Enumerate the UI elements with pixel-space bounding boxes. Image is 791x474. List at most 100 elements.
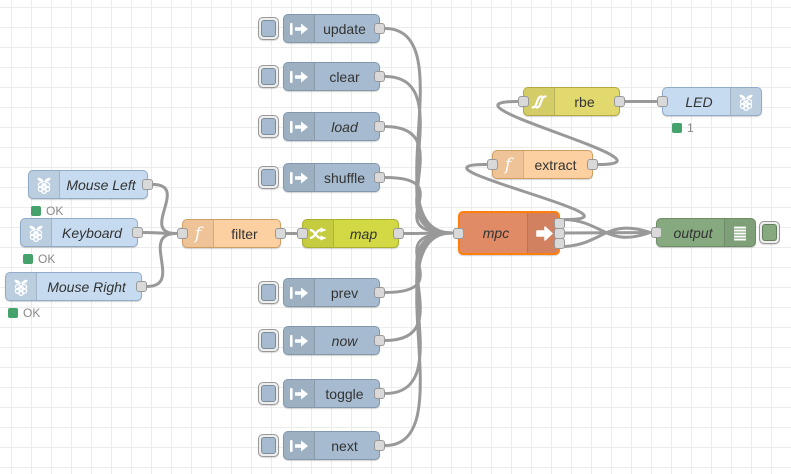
status-dot-mouse-left <box>31 206 41 216</box>
node-toggle[interactable]: toggle <box>258 379 385 408</box>
node-now[interactable]: now <box>258 326 385 355</box>
inject-arrow-icon <box>289 384 309 404</box>
port-output-mpc-2[interactable] <box>554 227 565 239</box>
node-load[interactable]: load <box>258 112 385 141</box>
node-update[interactable]: update <box>258 14 385 43</box>
hysteresis-icon <box>529 92 549 112</box>
debug-toggle-button-output[interactable] <box>759 221 780 244</box>
node-clear[interactable]: clear <box>258 62 385 91</box>
arrow-right-icon <box>533 223 554 244</box>
node-label-map: map <box>349 225 378 242</box>
node-label-rbe: rbe <box>574 93 595 110</box>
status-keyboard: OK <box>23 252 55 266</box>
node-output[interactable]: output <box>651 218 780 247</box>
port-output-map-1[interactable] <box>393 228 404 239</box>
wire-mouse-left-to-filter[interactable] <box>151 183 178 235</box>
wire-extract-to-rbe[interactable] <box>496 100 619 166</box>
inject-button-prev[interactable] <box>258 281 279 304</box>
inject-button-clear[interactable] <box>258 65 279 88</box>
wire-mpc-out3-to-output[interactable] <box>563 226 652 248</box>
inject-button-now[interactable] <box>258 329 279 352</box>
port-output-clear-1[interactable] <box>374 71 385 82</box>
node-label-prev: prev <box>330 284 359 301</box>
wire-shuffle-to-mpc[interactable] <box>383 176 454 235</box>
node-label-mouse-left: Mouse Left <box>66 176 136 193</box>
wire-update-to-mpc[interactable] <box>383 27 454 235</box>
inject-button-toggle[interactable] <box>258 382 279 405</box>
node-label-keyboard: Keyboard <box>62 224 122 241</box>
node-shuffle[interactable]: shuffle <box>258 163 385 192</box>
wire-now-to-mpc[interactable] <box>383 231 454 342</box>
port-output-mpc-1[interactable] <box>554 217 565 229</box>
port-output-mpc-3[interactable] <box>554 237 565 249</box>
port-input-filter[interactable] <box>177 228 188 239</box>
port-output-update-1[interactable] <box>374 23 385 34</box>
node-prev[interactable]: prev <box>258 278 385 307</box>
inject-arrow-icon <box>289 19 309 39</box>
status-text-led: 1 <box>687 121 694 135</box>
inject-arrow-icon <box>289 117 309 137</box>
port-output-now-1[interactable] <box>374 335 385 346</box>
inject-arrow-icon <box>289 331 309 351</box>
port-output-extract-1[interactable] <box>587 159 598 170</box>
node-label-next: next <box>331 437 358 454</box>
node-rbe[interactable]: rbe <box>518 87 625 116</box>
node-mpc[interactable]: mpc <box>453 211 565 255</box>
shuffle-arrows-icon <box>308 224 328 244</box>
node-map[interactable]: map <box>297 219 404 248</box>
port-input-mpc[interactable] <box>453 227 464 239</box>
port-output-load-1[interactable] <box>374 121 385 132</box>
port-input-rbe[interactable] <box>518 96 529 107</box>
status-dot-keyboard <box>23 254 33 264</box>
port-output-prev-1[interactable] <box>374 287 385 298</box>
status-dot-led <box>672 123 682 133</box>
port-output-toggle-1[interactable] <box>374 388 385 399</box>
port-output-next-1[interactable] <box>374 440 385 451</box>
function-f-icon: f <box>188 224 208 244</box>
svg-text:f: f <box>503 155 514 175</box>
inject-arrow-icon <box>289 283 309 303</box>
wire-map-to-mpc[interactable] <box>402 231 454 235</box>
node-label-mouse-right: Mouse Right <box>47 278 126 295</box>
node-label-output: output <box>673 224 713 241</box>
node-next[interactable]: next <box>258 431 385 460</box>
port-input-extract[interactable] <box>487 159 498 170</box>
port-output-rbe-1[interactable] <box>614 96 625 107</box>
status-led: 1 <box>672 121 694 135</box>
port-output-keyboard-1[interactable] <box>132 227 143 238</box>
inject-button-shuffle[interactable] <box>258 166 279 189</box>
port-output-mouse-right-1[interactable] <box>136 281 147 292</box>
port-output-filter-1[interactable] <box>275 228 286 239</box>
wire-clear-to-mpc[interactable] <box>383 75 454 235</box>
wire-mouse-right-to-filter[interactable] <box>145 232 178 288</box>
node-label-load: load <box>331 118 358 135</box>
port-input-map[interactable] <box>297 228 308 239</box>
node-led[interactable]: LED 1 <box>657 87 762 135</box>
node-label-led: LED <box>685 93 713 110</box>
inject-arrow-icon <box>289 67 309 87</box>
wire-next-to-mpc[interactable] <box>383 231 454 447</box>
port-input-led[interactable] <box>657 96 668 107</box>
inject-button-load[interactable] <box>258 115 279 138</box>
raspberry-pi-icon <box>26 223 46 243</box>
node-label-shuffle: shuffle <box>324 169 365 186</box>
wire-mpc-out1-to-extract[interactable] <box>465 163 586 221</box>
status-text-mouse-left: OK <box>46 204 64 218</box>
wire-load-to-mpc[interactable] <box>383 125 454 235</box>
node-label-toggle: toggle <box>325 385 364 402</box>
node-extract[interactable]: f extract <box>487 150 598 179</box>
raspberry-pi-icon <box>736 92 756 112</box>
inject-button-update[interactable] <box>258 17 279 40</box>
node-label-extract: extract <box>534 156 577 173</box>
port-output-shuffle-1[interactable] <box>374 172 385 183</box>
status-dot-mouse-right <box>8 308 18 318</box>
inject-button-next[interactable] <box>258 434 279 457</box>
port-output-mouse-left-1[interactable] <box>142 179 153 190</box>
port-input-output[interactable] <box>651 227 662 238</box>
